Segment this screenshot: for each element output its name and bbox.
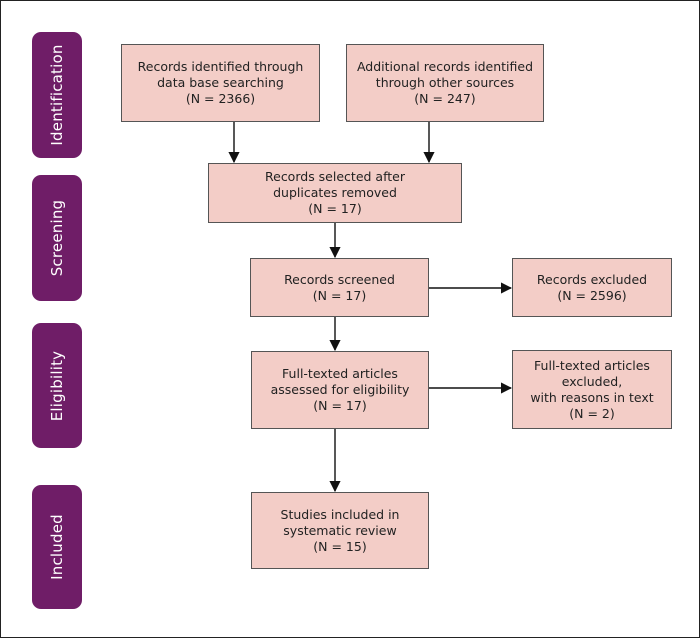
box-after-duplicates: Records selected after duplicates remove… [208, 163, 462, 223]
stage-included: Included [32, 485, 82, 609]
box-fulltext-excluded: Full-texted articles excluded, with reas… [512, 350, 672, 429]
box-fulltext-assessed: Full-texted articles assessed for eligib… [251, 351, 429, 429]
other-records-line1: Additional records identified [356, 59, 534, 74]
stage-eligibility: Eligibility [32, 323, 82, 448]
stage-identification: Identification [32, 32, 82, 158]
box-screened: Records screened (N = 17) [250, 258, 429, 317]
after-duplicates-count: (N = 17) [308, 201, 362, 216]
box-other-records: Additional records identified through ot… [346, 44, 544, 122]
included-studies-count: (N = 15) [313, 538, 367, 554]
box-excluded: Records excluded (N = 2596) [512, 258, 672, 317]
stage-screening: Screening [32, 175, 82, 301]
fulltext-excluded-line3: with reasons in text [530, 389, 654, 405]
fulltext-excluded-count: (N = 2) [569, 405, 615, 421]
after-duplicates-line1: Records selected after [265, 169, 405, 184]
box-included-studies: Studies included in systematic review (N… [251, 492, 429, 569]
box-database-records: Records identified through data base sea… [121, 44, 320, 122]
database-records-count: (N = 2366) [185, 91, 256, 106]
screened-line1: Records screened [284, 271, 395, 287]
excluded-count: (N = 2596) [557, 287, 627, 303]
fulltext-assessed-count: (N = 17) [313, 398, 367, 413]
database-records-line2: data base searching [157, 75, 284, 90]
database-records-line1: Records identified through [137, 59, 304, 74]
screened-count: (N = 17) [312, 287, 367, 303]
included-studies-line2: systematic review [283, 522, 397, 538]
fulltext-excluded-line1: Full-texted articles [534, 357, 650, 373]
other-records-line2: through other sources [375, 75, 515, 90]
fulltext-assessed-line1: Full-texted articles [282, 366, 398, 381]
included-studies-line1: Studies included in [280, 506, 400, 522]
excluded-line1: Records excluded [536, 271, 648, 287]
fulltext-assessed-line2: assessed for eligibility [270, 382, 410, 397]
after-duplicates-line2: duplicates removed [273, 185, 397, 200]
fulltext-excluded-line2: excluded, [561, 373, 623, 389]
other-records-count: (N = 247) [414, 91, 476, 106]
